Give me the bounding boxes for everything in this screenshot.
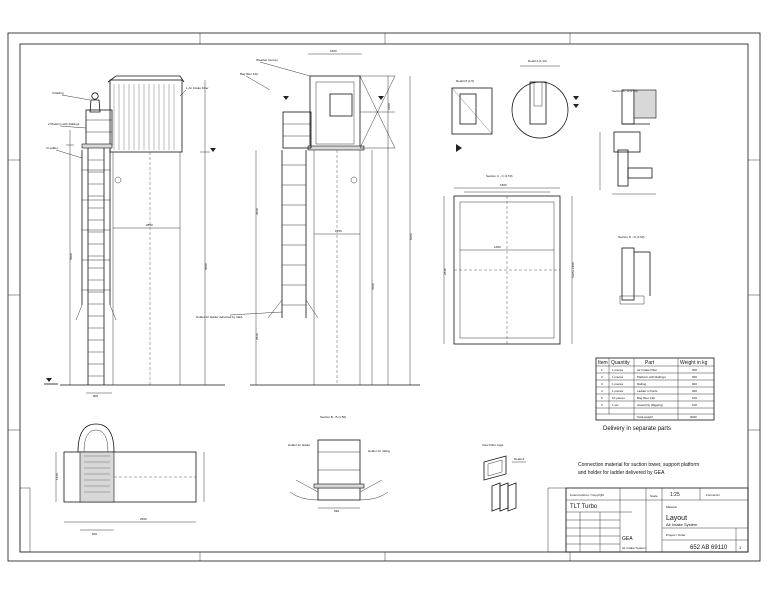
table-cell: 000 — [692, 375, 697, 379]
table-cell: 100 — [692, 396, 697, 400]
svg-text:1600: 1600 — [494, 245, 501, 249]
section-c-label: Section C - C (1:50) — [486, 174, 513, 178]
section-d-label: Section D - D (1:50) — [618, 235, 645, 239]
filter-cage-view: View Filter cage Detail Z — [482, 443, 526, 512]
section-b-view: 690 Section B - B (1:50) Holder for ladd… — [288, 415, 390, 513]
side-elevation-view: 2850 6550 5600 800 3 Railing 2 Platform … — [44, 75, 225, 398]
svg-text:4 Ladder: 4 Ladder — [46, 146, 58, 150]
parts-table: Item Quantity Part Weight in kg 1 1 piec… — [595, 357, 715, 432]
section-b-label: Section B - B (1:50) — [320, 415, 346, 419]
svg-text:600: 600 — [92, 532, 97, 536]
svg-text:Holder for railing: Holder for railing — [368, 449, 390, 453]
svg-text:2850: 2850 — [146, 223, 153, 227]
table-cell: 2 — [601, 375, 603, 379]
svg-text:Detail A (1:10): Detail A (1:10) — [528, 59, 547, 63]
svg-text:2520: 2520 — [255, 333, 259, 340]
table-cell: 5 — [601, 396, 603, 400]
svg-text:Detail Z: Detail Z — [514, 457, 525, 461]
svg-text:Lizenznehmer / Copyright: Lizenznehmer / Copyright — [570, 493, 604, 497]
svg-text:GEA: GEA — [622, 536, 633, 542]
svg-text:6550: 6550 — [204, 263, 208, 270]
drawing-number: 652 AB 69110 — [690, 545, 728, 551]
detail-views: Detail M (1:5) Detail A (1:10) Section A… — [443, 59, 657, 345]
scale-value: 1:25 — [670, 492, 680, 498]
table-cell: 1 set — [612, 403, 619, 407]
plan-view: 2560 600 1410 — [55, 423, 205, 536]
svg-text:Material: Material — [666, 505, 677, 509]
table-cell: 4 — [601, 389, 603, 393]
svg-text:1750: 1750 — [335, 229, 342, 233]
svg-text:1900: 1900 — [387, 103, 391, 110]
svg-text:Holder for ladder delivered by: Holder for ladder delivered by GEA — [196, 315, 243, 319]
table-cell: Platform with Railings — [637, 375, 666, 379]
view-guide-label: View Filter cage — [482, 443, 504, 447]
table-cell: 1 pieces — [612, 368, 624, 372]
table-cell: Assembly (Rigging) — [637, 403, 663, 407]
svg-text:Scale: Scale — [650, 494, 658, 498]
table-cell: 1 pieces — [612, 389, 624, 393]
front-elevation-view: 1600 1750 4640 2520 7000 8150 1900 Bag f… — [196, 49, 420, 386]
table-cell: 000 — [692, 389, 697, 393]
table-cell: 1 pieces — [612, 382, 624, 386]
table-cell: 10 pieces — [612, 396, 625, 400]
connection-note: Connection material for suction tower, s… — [578, 462, 699, 476]
svg-text:2560: 2560 — [140, 517, 147, 521]
svg-text:1 Air Intake Filter: 1 Air Intake Filter — [186, 86, 209, 90]
title-block: Lizenznehmer / Copyright TLT Turbo 1:25 … — [565, 487, 749, 553]
connection-note-line2: and holder for ladder delivered by GEA — [578, 470, 665, 476]
drawing-frame — [7, 32, 761, 562]
svg-text:Project / Order: Project / Order — [666, 533, 686, 537]
svg-text:1410: 1410 — [55, 473, 59, 480]
svg-text:Holder for ladder: Holder for ladder — [288, 443, 310, 447]
table-cell: Railing — [637, 382, 647, 386]
table-cell: 000 — [692, 368, 697, 372]
company-name: TLT Turbo — [570, 504, 598, 510]
table-header-part: Part — [645, 360, 655, 366]
table-cell: 6 — [601, 403, 603, 407]
svg-text:2 Platform with Railings: 2 Platform with Railings — [48, 122, 80, 126]
svg-text:4640: 4640 — [255, 208, 259, 215]
table-total-value: 0000 — [690, 415, 697, 419]
drawing-title: Layout — [666, 515, 687, 522]
table-total-label: Total weight — [637, 415, 653, 419]
svg-text:7000: 7000 — [371, 283, 375, 290]
svg-text:2540: 2540 — [443, 268, 447, 275]
svg-text:690: 690 — [334, 509, 339, 513]
svg-text:3 Railing: 3 Railing — [52, 91, 64, 95]
section-a-label: Section A - A (1:10) — [612, 89, 638, 93]
svg-text:Bag filter 13A: Bag filter 13A — [240, 72, 258, 76]
table-cell: 1 pieces — [612, 375, 624, 379]
delivery-note: Delivery in separate parts — [603, 426, 671, 432]
svg-text:1600: 1600 — [330, 49, 337, 53]
svg-text:Tacho 2490: Tacho 2490 — [571, 262, 575, 278]
table-header-weight: Weight in kg — [680, 360, 708, 366]
svg-text:5600: 5600 — [69, 253, 73, 260]
table-header-item: Item — [598, 360, 608, 366]
svg-text:8150: 8150 — [409, 233, 413, 240]
revision-strip — [19, 487, 567, 553]
svg-text:Air Intake System: Air Intake System — [622, 546, 646, 550]
table-cell: Air Intake Filter — [637, 368, 657, 372]
svg-text:800: 800 — [93, 394, 98, 398]
table-header-quantity: Quantity — [611, 360, 630, 366]
table-cell: Bag filter 13A — [637, 396, 655, 400]
sheet-number: 1 — [739, 545, 742, 550]
svg-text:Weather louvres: Weather louvres — [256, 58, 278, 62]
detail-label: Detail M (1:5) — [456, 79, 474, 83]
connection-note-line1: Connection material for suction tower, s… — [578, 462, 699, 468]
svg-text:Format A1: Format A1 — [706, 493, 720, 497]
table-cell: 100 — [692, 403, 697, 407]
table-cell: Ladder in Parts — [637, 389, 658, 393]
table-cell: 000 — [692, 382, 697, 386]
drawing-subtitle: Air Intake System — [666, 522, 698, 527]
table-cell: 3 — [601, 382, 603, 386]
table-cell: 1 — [601, 368, 603, 372]
svg-text:1800: 1800 — [500, 183, 507, 187]
